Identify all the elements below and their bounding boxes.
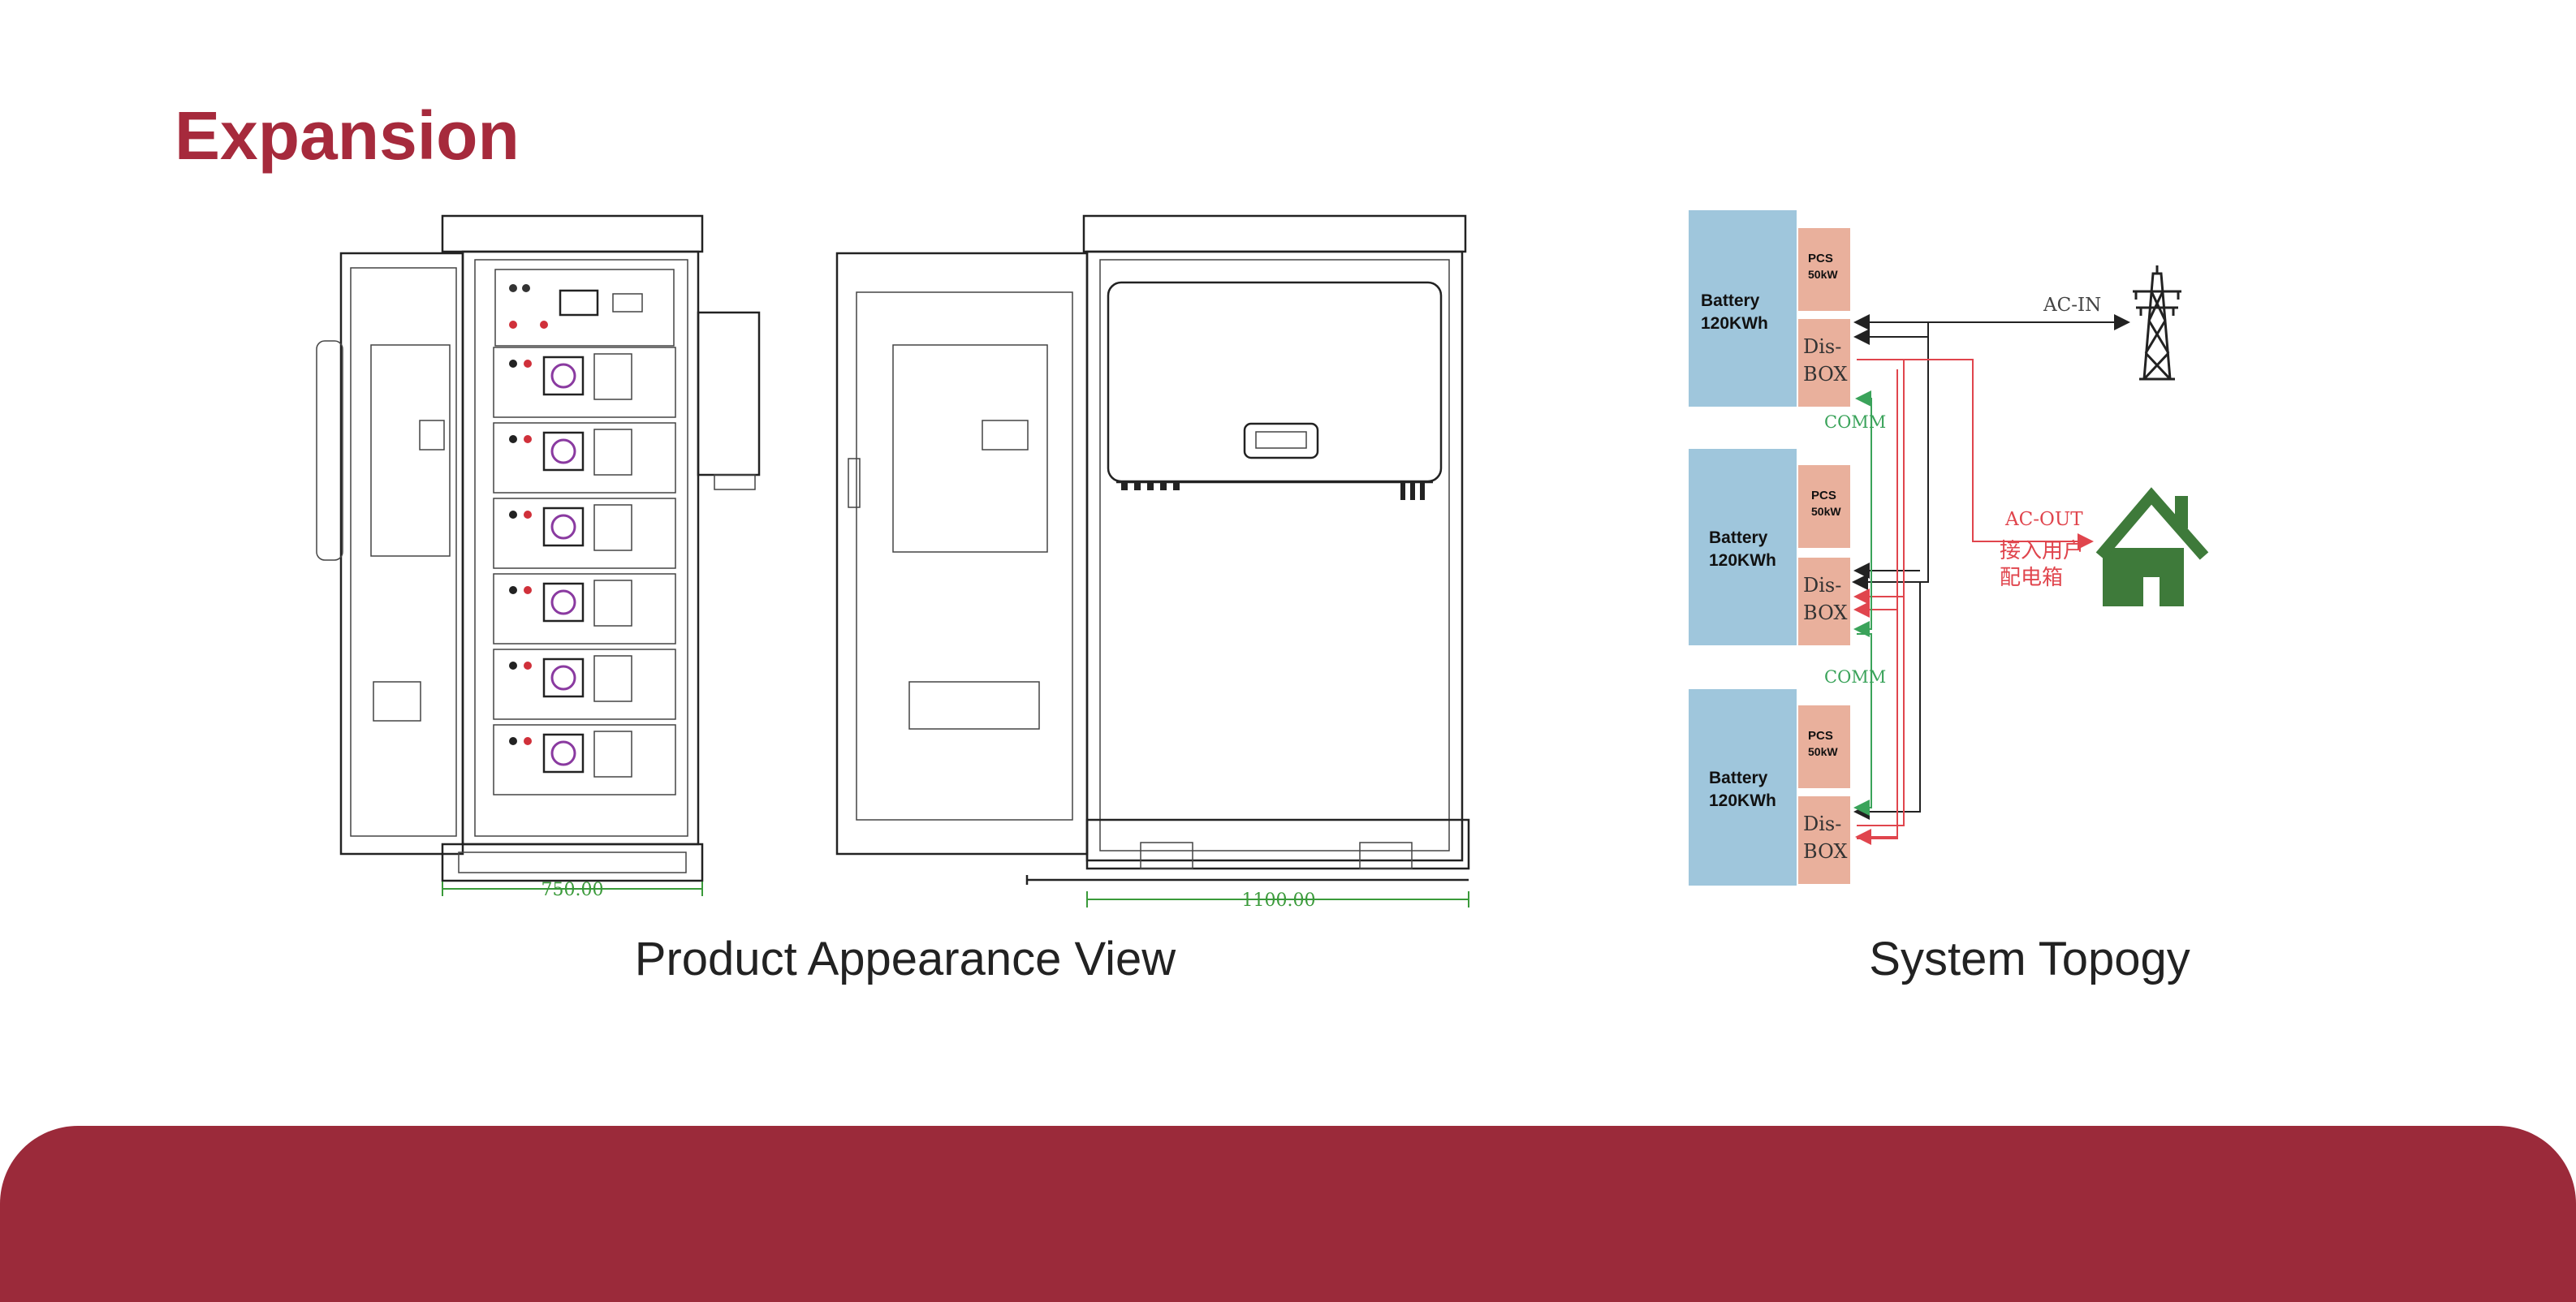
svg-text:Dis-: Dis- (1803, 335, 1841, 358)
battery-block (1689, 210, 1797, 407)
svg-text:120KWh: 120KWh (1709, 551, 1776, 570)
battery-block (1689, 449, 1797, 645)
page-title: Expansion (175, 97, 520, 174)
battery-block (1689, 689, 1797, 886)
dimension-width-side: 1100.00 (1242, 890, 1316, 911)
ac-in-label: AC-IN (2043, 295, 2101, 316)
cabinet-side-open-drawing: 1100.00 (835, 214, 1470, 911)
ac-out-label: AC-OUT (2004, 509, 2083, 530)
battery-module (493, 649, 676, 720)
svg-text:Battery: Battery (1709, 528, 1768, 547)
battery-module (493, 573, 676, 645)
battery-module (493, 347, 676, 418)
dimension-width-front: 750.00 (542, 880, 604, 900)
dis-box-block (1798, 558, 1850, 645)
transmission-tower-icon (2133, 265, 2181, 381)
pcs-block (1798, 228, 1850, 311)
svg-text:PCS: PCS (1811, 489, 1836, 502)
ac-out-note-line2: 配电箱 (2000, 566, 2063, 590)
svg-text:PCS: PCS (1808, 252, 1833, 265)
dis-box-block (1798, 796, 1850, 884)
system-topology-caption: System Topogy (1869, 933, 2190, 985)
pcs-block (1798, 705, 1850, 788)
svg-text:BOX: BOX (1803, 363, 1847, 386)
svg-text:BOX: BOX (1803, 601, 1847, 624)
svg-text:Dis-: Dis- (1803, 813, 1841, 835)
svg-text:Dis-: Dis- (1803, 574, 1841, 597)
topology-unit-2: Battery 120KWh PCS 50kW Dis- BOX (1689, 449, 1850, 645)
topology-unit-1: Battery 120KWh PCS 50kW Dis- BOX (1689, 210, 1850, 407)
svg-text:120KWh: 120KWh (1701, 314, 1768, 333)
svg-text:Battery: Battery (1701, 291, 1760, 310)
svg-text:BOX: BOX (1803, 840, 1847, 863)
system-topology-diagram: Battery 120KWh PCS 50kW Dis- BOX Battery… (1689, 210, 2209, 886)
topology-unit-3: Battery 120KWh PCS 50kW Dis- BOX (1689, 689, 1850, 886)
svg-text:50kW: 50kW (1808, 268, 1838, 281)
svg-text:50kW: 50kW (1811, 505, 1841, 518)
battery-module (493, 498, 676, 569)
ac-out-note-line1: 接入用户 (2000, 539, 2084, 563)
svg-text:50kW: 50kW (1808, 745, 1838, 758)
footer-band (0, 1126, 2576, 1302)
comm-label-2: COMM (1824, 667, 1886, 687)
battery-module (493, 724, 676, 795)
svg-text:120KWh: 120KWh (1709, 791, 1776, 810)
cabinet-front-open-drawing: 750.00 (316, 214, 761, 900)
house-icon (2095, 487, 2209, 606)
product-appearance-caption: Product Appearance View (634, 933, 1176, 985)
dis-box-block (1798, 319, 1850, 407)
svg-text:Battery: Battery (1709, 769, 1768, 787)
svg-text:PCS: PCS (1808, 729, 1833, 743)
comm-label-1: COMM (1824, 412, 1886, 432)
battery-module (493, 422, 676, 494)
pcs-block (1798, 465, 1850, 548)
